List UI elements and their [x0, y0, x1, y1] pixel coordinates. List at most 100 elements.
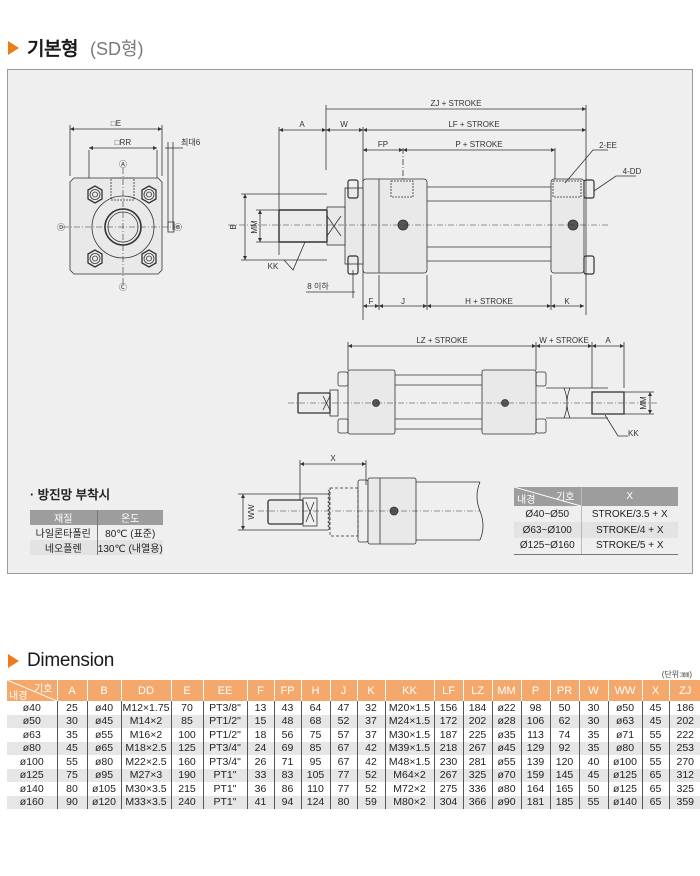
column-header-fp: FP — [273, 680, 301, 701]
cell-lf: 230 — [433, 755, 463, 769]
cell-j: 77 — [329, 782, 357, 796]
cell-formula: STROKE/4 + X — [581, 522, 678, 538]
section-title-sub: (SD형) — [89, 38, 144, 59]
cell-e: 190 — [170, 768, 203, 782]
cell-temperature: 80℃ (표준) — [105, 529, 156, 540]
column-header-x: X — [641, 680, 669, 701]
cell-ee: PT1" — [202, 768, 247, 782]
cell-k: 37 — [356, 714, 385, 728]
cell-j: 57 — [329, 728, 357, 742]
cell-w: 30 — [578, 714, 608, 728]
cell-dd: M18×2.5 — [120, 741, 171, 755]
cell-p: 164 — [520, 782, 550, 796]
cell-dd: M27×3 — [120, 768, 171, 782]
cell-k: 52 — [356, 782, 385, 796]
cell-mm: ø45 — [491, 741, 521, 755]
cell-w: 30 — [578, 701, 608, 715]
table-row: Ø125~Ø160 STROKE/5 + X — [514, 538, 678, 555]
cell-lz: 202 — [462, 714, 492, 728]
diagonal-divider — [7, 680, 57, 701]
cell-ee: PT1/2" — [202, 714, 247, 728]
cell-f: 13 — [246, 701, 274, 715]
cell-pr: 62 — [549, 714, 579, 728]
section-title-main: 기본형 — [27, 39, 78, 60]
table-row: 네오플렌 130℃ (내열용) — [30, 540, 163, 555]
cell-x: 55 — [641, 728, 669, 742]
cell-b: ø120 — [86, 795, 121, 809]
cell-j: 47 — [329, 701, 357, 715]
cell-zj: 222 — [668, 728, 700, 742]
cell-lz: 325 — [462, 768, 492, 782]
triangle-bullet-icon — [8, 40, 19, 55]
label-f: F — [369, 297, 374, 306]
cell-w: 40 — [578, 755, 608, 769]
cell-kk: M24×1.5 — [384, 714, 434, 728]
cell-p: 139 — [520, 755, 550, 769]
cell-f: 15 — [246, 714, 274, 728]
port-c-label: Ⓒ — [119, 283, 127, 292]
technical-drawing: □E □RR 최대6 Ⓐ Ⓑ Ⓒ Ⓓ ZJ + STROKE A W LF + … — [57, 99, 658, 545]
port-d-label: Ⓓ — [57, 223, 65, 232]
cell-formula: STROKE/3.5 + X — [591, 508, 668, 520]
drawing-panel: □E □RR 최대6 Ⓐ Ⓑ Ⓒ Ⓓ ZJ + STROKE A W LF + … — [7, 69, 693, 574]
cell-pr: 50 — [549, 701, 579, 715]
cell-f: 26 — [246, 755, 274, 769]
cell-x: 55 — [641, 755, 669, 769]
column-header-k: K — [356, 680, 385, 701]
cell-mm: ø70 — [491, 768, 521, 782]
cell-a: 75 — [56, 768, 87, 782]
cell-zj: 253 — [668, 741, 700, 755]
cell-kk: M64×2 — [384, 768, 434, 782]
cell-h: 64 — [300, 701, 330, 715]
column-header-p: P — [520, 680, 550, 701]
cell-pr: 185 — [549, 795, 579, 809]
dust-boot-title: · 방진망 부착시 — [30, 488, 111, 502]
cell-h: 105 — [300, 768, 330, 782]
cell-b: ø95 — [86, 768, 121, 782]
cell-b: ø65 — [86, 741, 121, 755]
cell-f: 33 — [246, 768, 274, 782]
cell-h: 75 — [300, 728, 330, 742]
cell-w: 35 — [578, 741, 608, 755]
label-ee: 2-EE — [599, 141, 617, 150]
cell-p: 129 — [520, 741, 550, 755]
cell-j: 52 — [329, 714, 357, 728]
cell-p: 181 — [520, 795, 550, 809]
label-a-double: A — [605, 336, 611, 345]
cell-dd: M16×2 — [120, 728, 171, 742]
cell-lz: 184 — [462, 701, 492, 715]
cell-e: 215 — [170, 782, 203, 796]
corner-bore-label: 내경 — [9, 691, 28, 701]
cell-ww: ø100 — [607, 755, 642, 769]
cell-a: 55 — [56, 755, 87, 769]
cell-mm: ø55 — [491, 755, 521, 769]
label-fp: FP — [378, 140, 388, 149]
cell-e: 100 — [170, 728, 203, 742]
section-title-basic: 기본형 (SD형) — [8, 34, 144, 61]
cell-bore: ø40 — [22, 701, 41, 714]
cell-x: 45 — [641, 714, 669, 728]
cell-k: 32 — [356, 701, 385, 715]
label-dd: 4-DD — [623, 167, 642, 176]
cell-p: 159 — [520, 768, 550, 782]
cell-x: 65 — [641, 768, 669, 782]
cell-bore: ø50 — [7, 714, 57, 728]
cell-a: 90 — [56, 795, 87, 809]
column-header-b: B — [86, 680, 121, 701]
cell-dd: M33×3.5 — [120, 795, 171, 809]
cell-mm: ø90 — [491, 795, 521, 809]
cell-ww: ø63 — [607, 714, 642, 728]
cell-ww: ø71 — [607, 728, 642, 742]
unit-label: (단위:㎜) — [661, 670, 692, 679]
cell-ee: PT3/8" — [202, 701, 247, 715]
cell-mm: ø80 — [491, 782, 521, 796]
cell-j: 77 — [329, 768, 357, 782]
cell-w: 55 — [578, 795, 608, 809]
cell-mm: ø28 — [491, 714, 521, 728]
cell-lf: 172 — [433, 714, 463, 728]
cell-bore: ø125 — [7, 768, 57, 782]
cell-mm: ø35 — [491, 728, 521, 742]
